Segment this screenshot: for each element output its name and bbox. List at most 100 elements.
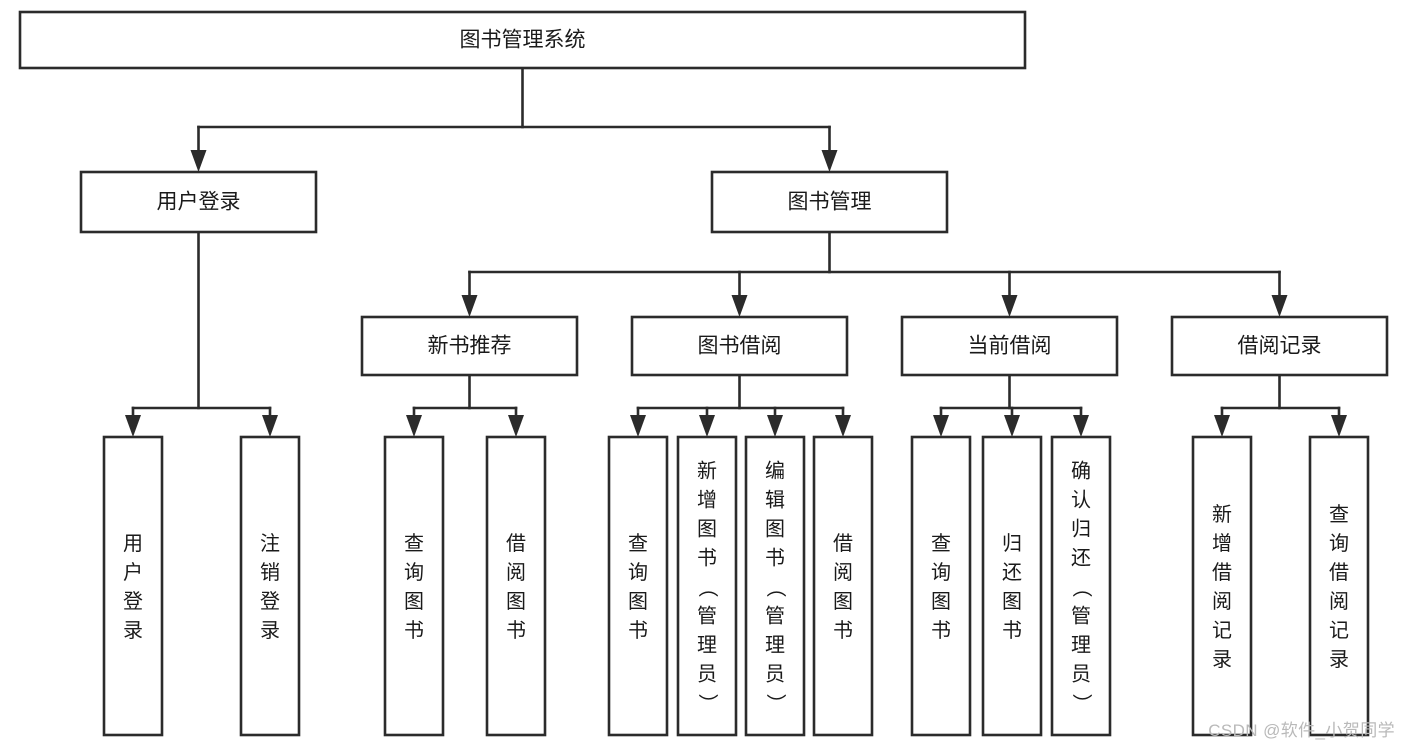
node-rect: [1050, 435, 1112, 737]
node-level3-当前借阅[interactable]: 当前借阅: [900, 315, 1119, 377]
arrow-head: [1271, 295, 1288, 317]
node-label-char: 理: [697, 635, 717, 657]
node-label-char: 员: [765, 664, 785, 686]
arrow-head: [1001, 295, 1018, 317]
node-rect: [676, 435, 738, 737]
node-level3-图书借阅[interactable]: 图书借阅: [630, 315, 849, 377]
node-label-char: 归: [1071, 518, 1091, 541]
node-label-char: 新: [697, 460, 717, 483]
node-rect: [744, 435, 806, 737]
node-label-char: 管: [765, 605, 785, 628]
node-label-char: 录: [260, 620, 280, 642]
node-label-char: 户: [123, 561, 143, 584]
arrow-head: [731, 295, 748, 317]
node-label-char: 查: [628, 532, 648, 555]
node-label-char: 编: [765, 460, 785, 483]
arrow-head: [767, 415, 783, 437]
node-label-char: 员: [1071, 664, 1091, 686]
node-label: 用户登录: [157, 191, 241, 214]
arrow-head: [190, 150, 207, 172]
node-label-char: 辑: [765, 489, 785, 512]
node-label-char: 图: [765, 519, 785, 541]
node-rect: [910, 435, 972, 737]
node-label-char: 管: [697, 605, 717, 628]
node-label-char: 理: [1071, 635, 1091, 657]
node-label-char: 询: [404, 561, 424, 584]
arrow-head: [933, 415, 949, 437]
node-label-char: 阅: [506, 561, 526, 584]
node-rect: [900, 315, 1119, 377]
node-label: 当前借阅: [968, 335, 1052, 358]
node-label-char: 图: [506, 591, 526, 613]
node-label-char: 书: [1002, 619, 1022, 642]
node-level3-借阅记录[interactable]: 借阅记录: [1170, 315, 1389, 377]
node-label-char: 登: [260, 590, 280, 613]
node-label-char: 图: [931, 591, 951, 613]
node-level3-新书推荐[interactable]: 新书推荐: [360, 315, 579, 377]
node-rect: [485, 435, 547, 737]
node-label-char: 管: [1071, 605, 1091, 628]
node-label-char: 确: [1071, 460, 1091, 483]
node-label-char: 阅: [1212, 590, 1232, 613]
node-label-char: 新: [1212, 503, 1232, 526]
node-label-char: （: [1070, 578, 1093, 598]
node-label-char: 理: [765, 635, 785, 657]
node-label-char: 书: [506, 619, 526, 642]
arrow-head: [835, 415, 851, 437]
node-level2-用户登录[interactable]: 用户登录: [79, 170, 318, 234]
arrow-head: [262, 415, 278, 437]
node-label-char: ）: [696, 694, 719, 714]
arrow-head: [1004, 415, 1020, 437]
node-label: 新书推荐: [428, 335, 512, 358]
node-leaf-0-用户登录[interactable]: 用户登录: [102, 435, 164, 737]
node-label-char: 归: [1002, 532, 1022, 555]
arrow-head: [1073, 415, 1089, 437]
node-level2-图书管理[interactable]: 图书管理: [710, 170, 949, 234]
node-label-char: 询: [628, 561, 648, 584]
node-label: 图书管理: [788, 191, 872, 214]
node-rect: [79, 170, 318, 234]
node-label-char: 查: [404, 532, 424, 555]
node-root-图书管理系统[interactable]: 图书管理系统: [18, 10, 1027, 70]
node-label-char: 用: [123, 533, 143, 555]
node-label-char: （: [764, 578, 787, 598]
node-label-char: 询: [931, 561, 951, 584]
node-rect: [360, 315, 579, 377]
node-label-char: 借: [1329, 561, 1349, 584]
node-label-char: 增: [1212, 532, 1232, 555]
arrow-head: [125, 415, 141, 437]
node-label-char: 查: [1329, 503, 1349, 526]
node-label-char: 录: [123, 620, 143, 642]
node-rect: [239, 435, 301, 737]
node-label-char: 还: [1071, 547, 1091, 570]
node-label-char: 询: [1329, 532, 1349, 555]
node-label-char: 阅: [1329, 590, 1349, 613]
arrow-head: [699, 415, 715, 437]
node-rect: [981, 435, 1043, 737]
node-rect: [1191, 435, 1253, 737]
node-rect: [630, 315, 849, 377]
nodes-layer: 图书管理系统用户登录图书管理新书推荐图书借阅当前借阅借阅记录用户登录注销登录查询…: [18, 10, 1389, 737]
node-label-char: 书: [404, 619, 424, 642]
node-rect: [1170, 315, 1389, 377]
node-label-char: ）: [764, 694, 787, 714]
node-label-char: 查: [931, 532, 951, 555]
node-label-char: 借: [833, 532, 853, 555]
node-rect: [1308, 435, 1370, 737]
node-label-char: 借: [506, 532, 526, 555]
node-label-char: 图: [628, 591, 648, 613]
